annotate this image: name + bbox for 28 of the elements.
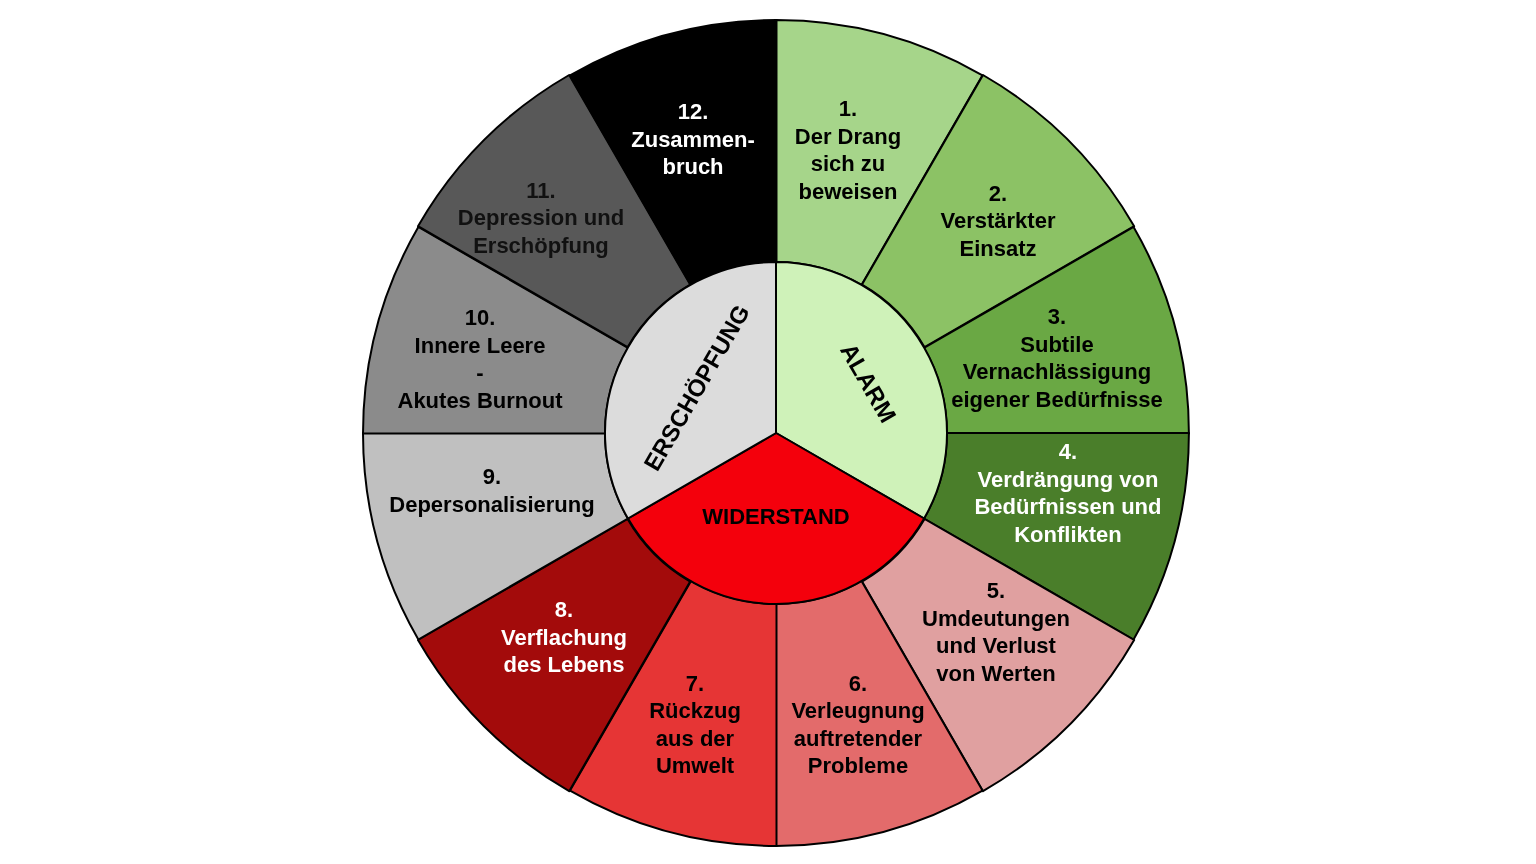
stage-number: 3. bbox=[1047, 303, 1067, 331]
stage-title: Zusammen-bruch bbox=[630, 125, 756, 181]
stage-title: Verleugnung auftretender Probleme bbox=[790, 697, 926, 780]
stage-title: Verflachung des Lebens bbox=[500, 623, 628, 679]
stage-number: 12. bbox=[677, 97, 709, 126]
stage-segment bbox=[924, 226, 1189, 433]
stage-title: Subtile Vernachlässigung eigener Bedürfnisse bbox=[950, 330, 1164, 413]
stage-title: - bbox=[476, 359, 484, 387]
phase-label: WIDERSTAND bbox=[702, 503, 850, 531]
stage-title: Depression und Erschöpfung bbox=[456, 204, 626, 260]
stage-number: 10. bbox=[464, 304, 496, 332]
stage-title: Rückzug aus der Umwelt bbox=[648, 697, 742, 780]
stage-number: 2. bbox=[988, 179, 1008, 208]
stage-title: Verdrängung von Bedürfnissen und Konflikten bbox=[973, 465, 1163, 548]
stage-number: 6. bbox=[848, 670, 868, 698]
stage-title: Depersonalisierung bbox=[389, 490, 595, 518]
stage-number: 5. bbox=[986, 577, 1006, 605]
stage-title: Umdeutungen und Verlust von Werten bbox=[921, 604, 1071, 687]
stage-number: 1. bbox=[838, 95, 858, 123]
stage-title: Der Drang sich zu beweisen bbox=[793, 122, 903, 205]
stage-number: 7. bbox=[685, 670, 705, 698]
stage-number: 4. bbox=[1058, 438, 1078, 466]
stage-number: 9. bbox=[482, 462, 502, 490]
stage-title: Innere Leere bbox=[414, 331, 546, 359]
stage-title: Verstärkter Einsatz bbox=[939, 207, 1057, 263]
stage-number: 8. bbox=[554, 595, 574, 624]
stage-title: Akutes Burnout bbox=[397, 386, 563, 414]
stage-number: 11. bbox=[526, 176, 556, 205]
